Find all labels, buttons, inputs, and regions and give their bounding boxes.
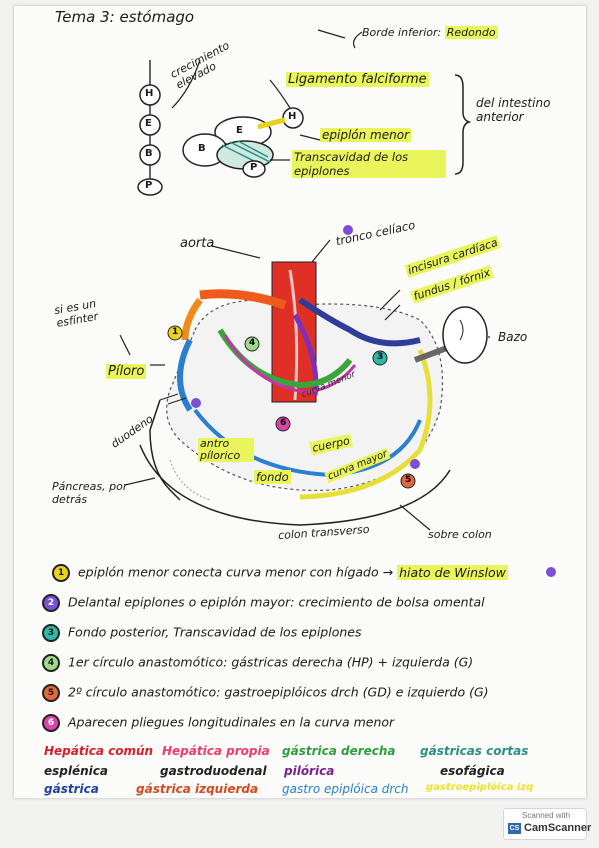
chain-circle-p	[137, 178, 163, 196]
label-piloro: Píloro	[106, 364, 147, 379]
duodenum-shape	[149, 399, 181, 501]
note-text-1: epiplón menor conecta curva menor con hí…	[77, 564, 394, 580]
label-ligamento: Ligamento falciforme	[286, 72, 429, 87]
chain-circle-b	[139, 144, 161, 166]
label-intestino: del intestino anterior	[476, 96, 551, 124]
note-3: 3 Fondo posterior, Transcavidad de los e…	[42, 624, 361, 642]
chain-letter-h: H	[145, 88, 154, 99]
note-bullet-5: 5	[42, 684, 60, 702]
label-borde: Borde inferior:	[362, 26, 442, 39]
label-fondo: fondo	[254, 470, 291, 484]
label-sobre-colon: sobre colon	[428, 528, 492, 541]
chain-circle-e	[139, 114, 161, 136]
legend-esplenica: esplénica	[44, 764, 108, 778]
gastroduodenal	[177, 338, 193, 412]
label-borde-row: Borde inferior: Redondo	[362, 26, 498, 39]
note-2: 2 Delantal epiplones o epiplón mayor: cr…	[42, 594, 485, 612]
lesser-omentum-line	[257, 117, 286, 130]
cluster-p	[242, 160, 266, 178]
chain-letter-e: E	[145, 118, 152, 129]
label-borde-val: Redondo	[444, 26, 498, 39]
chain-letter-p: P	[145, 180, 153, 191]
page-title: Tema 3: estómago	[55, 8, 195, 26]
note-bullet-1: 1	[52, 564, 70, 582]
legend-gastroduodenal: gastroduodenal	[160, 764, 267, 778]
note-text-6: Aparecen pliegues longitudinales en la c…	[67, 714, 395, 730]
legend-hepatica-propia: Hepática propia	[162, 744, 270, 758]
label-bazo: Bazo	[498, 330, 528, 344]
legend-gastroepiploica-izq: gastroepiplóica izq	[426, 782, 534, 793]
legend-gastrica-izquierda: gástrica izquierda	[136, 782, 259, 796]
legend-gastrica-derecha: gástrica derecha	[282, 744, 396, 758]
brace	[454, 74, 472, 175]
legend-hepatica-comun: Hepática común	[44, 744, 154, 758]
note-text-2: Delantal epiplones o epiplón mayor: crec…	[67, 594, 485, 610]
note-bullet-3: 3	[42, 624, 60, 642]
note-6: 6 Aparecen pliegues longitudinales en la…	[42, 714, 394, 732]
label-pancreas: Páncreas, por detrás	[52, 480, 128, 506]
legend-pilorica: pilórica	[284, 764, 335, 778]
colon-shape	[139, 444, 451, 526]
note-highlight-1: hiato de Winslow	[397, 564, 508, 580]
scanner-small-text: Scanned with	[522, 811, 571, 820]
label-epiplon-menor: epiplón menor	[320, 128, 411, 142]
cluster-letter-e: E	[236, 125, 243, 136]
cluster-letter-h: H	[288, 111, 297, 122]
note-text-5: 2º círculo anastomótico: gastroepiplóico…	[67, 684, 489, 700]
cluster-letter-b: B	[198, 143, 206, 154]
note-1: 1 epiplón menor conecta curva menor con …	[52, 564, 508, 582]
cluster-letter-p: P	[250, 162, 258, 173]
spleen-shape	[442, 306, 488, 364]
gastroepiploica-izq	[299, 349, 433, 500]
gastrica-izq	[292, 313, 319, 396]
label-transcavidad: Transcavidad de los epiplones	[292, 150, 446, 178]
chain-letter-b: B	[145, 148, 153, 159]
legend-gastroepiploica-drch: gastro epiplóica drch	[282, 782, 409, 796]
marker-1: 1	[172, 327, 179, 337]
note-bullet-4: 4	[42, 654, 60, 672]
note-text-3: Fondo posterior, Transcavidad de los epi…	[67, 624, 362, 640]
note-bullet-6: 6	[42, 714, 60, 732]
hepatica-comun	[199, 289, 287, 310]
legend-gastricas-cortas: gástricas cortas	[420, 744, 529, 758]
chain-circle-h	[139, 84, 161, 106]
legend-gastrica: gástrica	[44, 782, 99, 796]
marker-5: 5	[405, 475, 412, 485]
legend-esofagica: esofágica	[440, 764, 505, 778]
scanner-brand: CamScanner	[524, 822, 592, 834]
marker-3: 3	[377, 352, 384, 362]
note-bullet-2: 2	[42, 594, 60, 612]
note-5: 5 2º círculo anastomótico: gastroepiplói…	[42, 684, 489, 702]
camscanner-logo-icon: CS	[508, 823, 521, 834]
label-aorta: aorta	[180, 236, 215, 251]
label-antro: antro pílorico	[198, 438, 254, 462]
note-text-4: 1er círculo anastomótico: gástricas dere…	[67, 654, 474, 670]
esplenica	[298, 297, 421, 347]
hepatica-propia	[181, 297, 203, 341]
note-4: 4 1er círculo anastomótico: gástricas de…	[42, 654, 473, 672]
camscanner-badge: Scanned with CS CamScanner	[503, 808, 591, 840]
growth-arrow	[171, 59, 201, 109]
marker-4: 4	[249, 338, 256, 348]
marker-6: 6	[280, 418, 287, 428]
